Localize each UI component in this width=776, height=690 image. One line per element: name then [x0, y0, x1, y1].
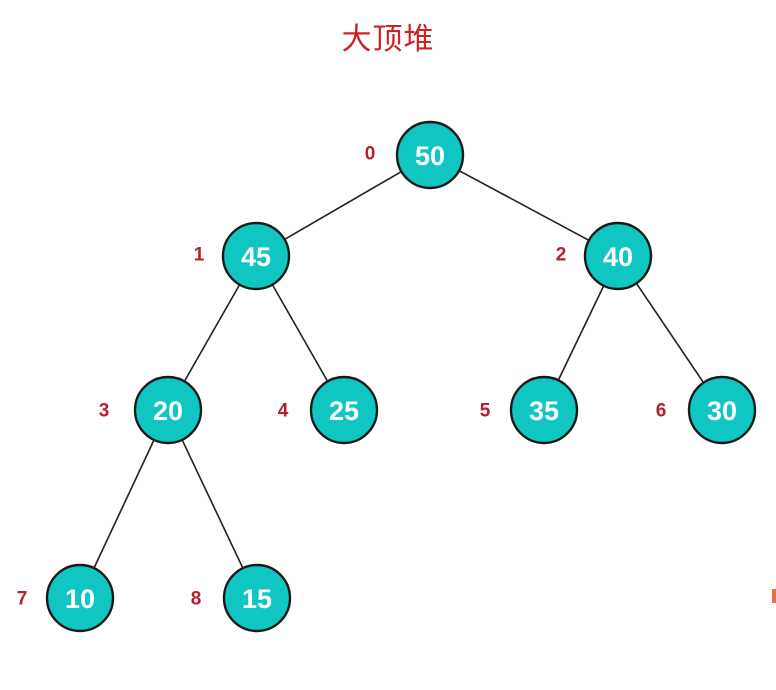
right-edge-artifact — [772, 589, 776, 603]
node-index-label: 8 — [191, 589, 202, 610]
tree-node[interactable]: 0 50 — [365, 120, 465, 190]
node-circle[interactable] — [309, 375, 379, 445]
tree-nodes: 0 50 1 45 2 40 3 20 4 25 5 35 6 30 7 10 8 15 — [17, 120, 757, 633]
tree-edge — [457, 169, 591, 242]
tree-edges — [92, 169, 705, 570]
node-circle[interactable] — [583, 221, 653, 291]
node-index-label: 5 — [480, 401, 491, 422]
node-value-label: 30 — [707, 396, 737, 426]
node-value-label: 25 — [329, 396, 359, 426]
tree-edge — [635, 282, 705, 384]
tree-node[interactable]: 6 30 — [656, 375, 757, 445]
tree-node[interactable]: 8 15 — [191, 563, 292, 633]
node-value-label: 40 — [603, 242, 633, 272]
tree-edge — [92, 438, 156, 570]
tree-node[interactable]: 4 25 — [278, 375, 379, 445]
node-index-label: 6 — [656, 401, 667, 422]
node-value-label: 35 — [529, 396, 559, 426]
node-value-label: 50 — [415, 141, 445, 171]
tree-node[interactable]: 5 35 — [480, 375, 579, 445]
tree-edge — [271, 283, 329, 383]
node-circle[interactable] — [45, 563, 115, 633]
tree-node[interactable]: 3 20 — [99, 375, 203, 445]
node-circle[interactable] — [395, 120, 465, 190]
node-circle[interactable] — [221, 221, 291, 291]
tree-node[interactable]: 7 10 — [17, 563, 115, 633]
tree-node[interactable]: 1 45 — [194, 221, 291, 291]
tree-node[interactable]: 2 40 — [556, 221, 653, 291]
node-circle[interactable] — [133, 375, 203, 445]
node-index-label: 2 — [556, 245, 567, 266]
tree-edge — [180, 438, 245, 570]
node-index-label: 4 — [278, 401, 289, 422]
tree-edge — [183, 283, 241, 383]
tree-edge — [283, 170, 403, 241]
node-index-label: 0 — [365, 144, 376, 165]
node-value-label: 20 — [153, 396, 183, 426]
tree-edge — [557, 284, 605, 382]
node-index-label: 7 — [17, 589, 28, 610]
node-circle[interactable] — [222, 563, 292, 633]
node-value-label: 10 — [65, 584, 95, 614]
node-value-label: 15 — [242, 584, 272, 614]
node-circle[interactable] — [687, 375, 757, 445]
node-circle[interactable] — [509, 375, 579, 445]
page-title: 大顶堆 — [341, 23, 435, 56]
node-index-label: 3 — [99, 401, 110, 422]
node-value-label: 45 — [241, 242, 271, 272]
node-index-label: 1 — [194, 245, 205, 266]
